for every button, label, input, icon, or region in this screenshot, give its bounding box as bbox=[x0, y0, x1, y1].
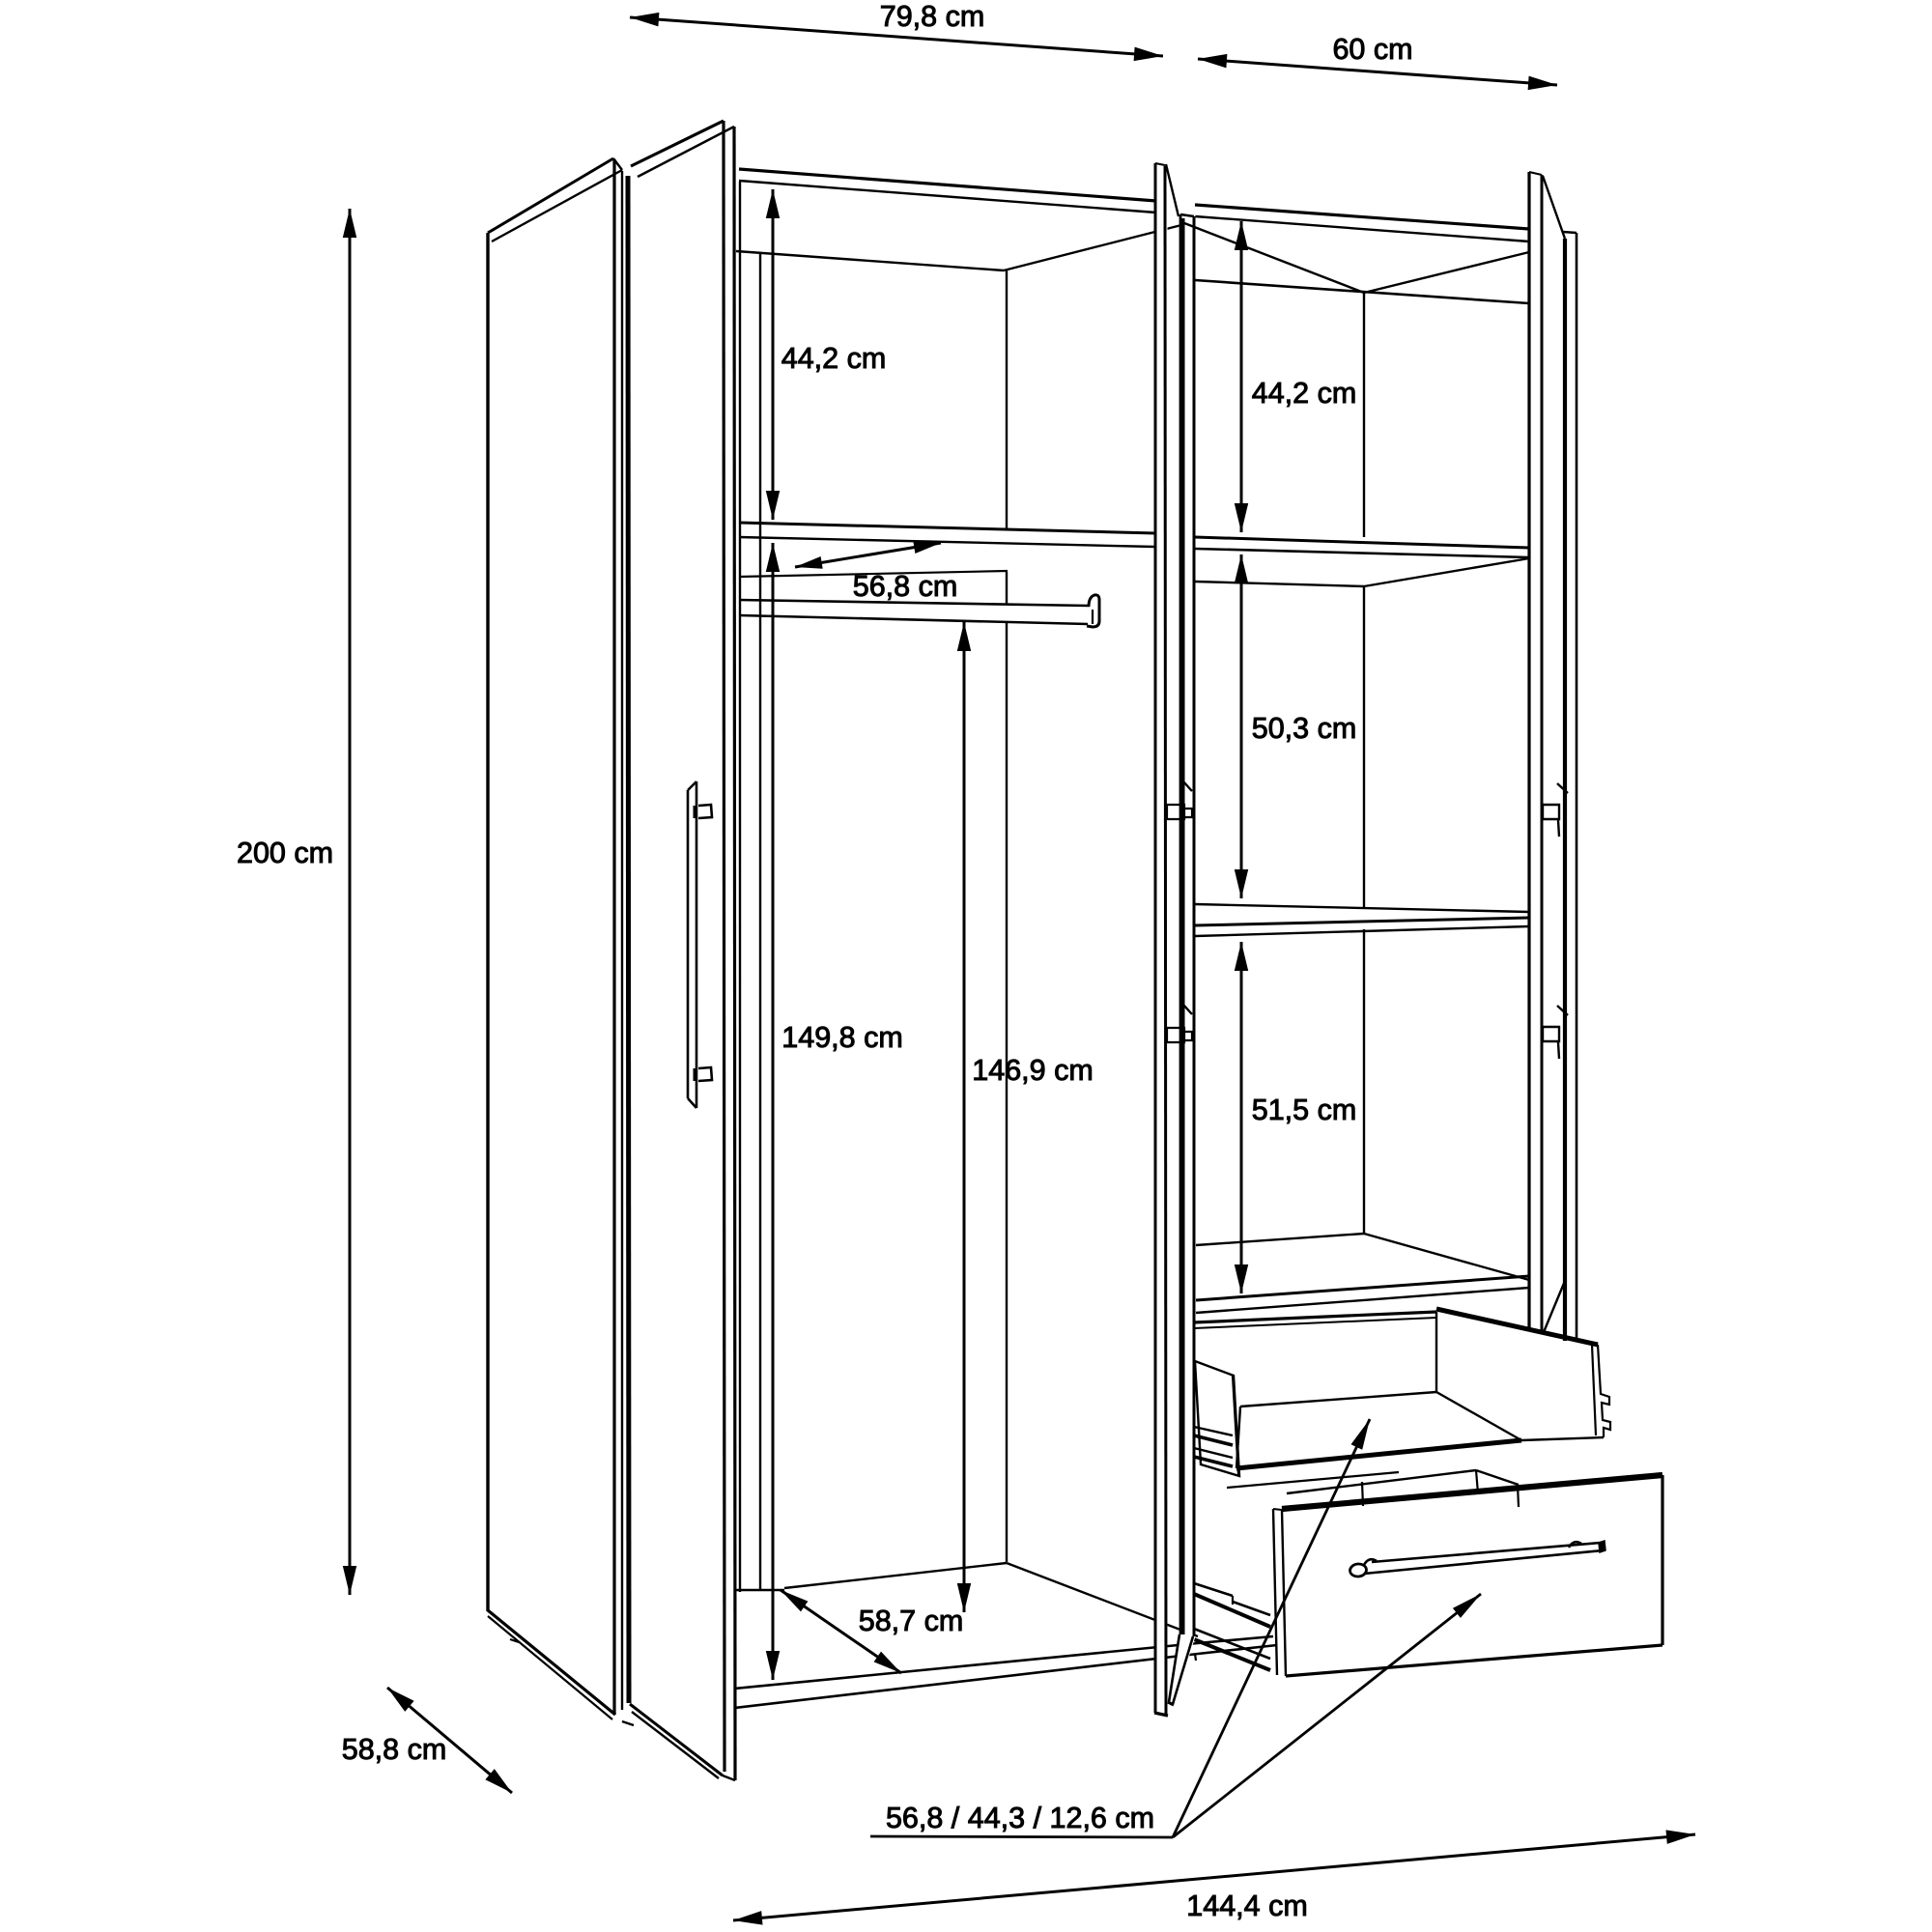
svg-text:60 cm: 60 cm bbox=[1332, 33, 1412, 66]
svg-text:44,2 cm: 44,2 cm bbox=[1252, 377, 1357, 410]
svg-text:58,8 cm: 58,8 cm bbox=[342, 1733, 447, 1766]
svg-text:79,8 cm: 79,8 cm bbox=[880, 0, 985, 33]
svg-text:200 cm: 200 cm bbox=[237, 837, 333, 869]
svg-text:144,4 cm: 144,4 cm bbox=[1186, 1889, 1307, 1922]
svg-text:44,2 cm: 44,2 cm bbox=[781, 342, 887, 375]
svg-text:149,8 cm: 149,8 cm bbox=[781, 1021, 902, 1054]
svg-text:56,8 / 44,3 / 12,6 cm: 56,8 / 44,3 / 12,6 cm bbox=[886, 1802, 1154, 1834]
svg-text:56,8 cm: 56,8 cm bbox=[853, 570, 958, 603]
svg-text:146,9 cm: 146,9 cm bbox=[972, 1054, 1093, 1087]
svg-text:50,3 cm: 50,3 cm bbox=[1252, 712, 1357, 745]
svg-text:51,5 cm: 51,5 cm bbox=[1252, 1094, 1357, 1126]
svg-text:58,7 cm: 58,7 cm bbox=[859, 1605, 964, 1637]
